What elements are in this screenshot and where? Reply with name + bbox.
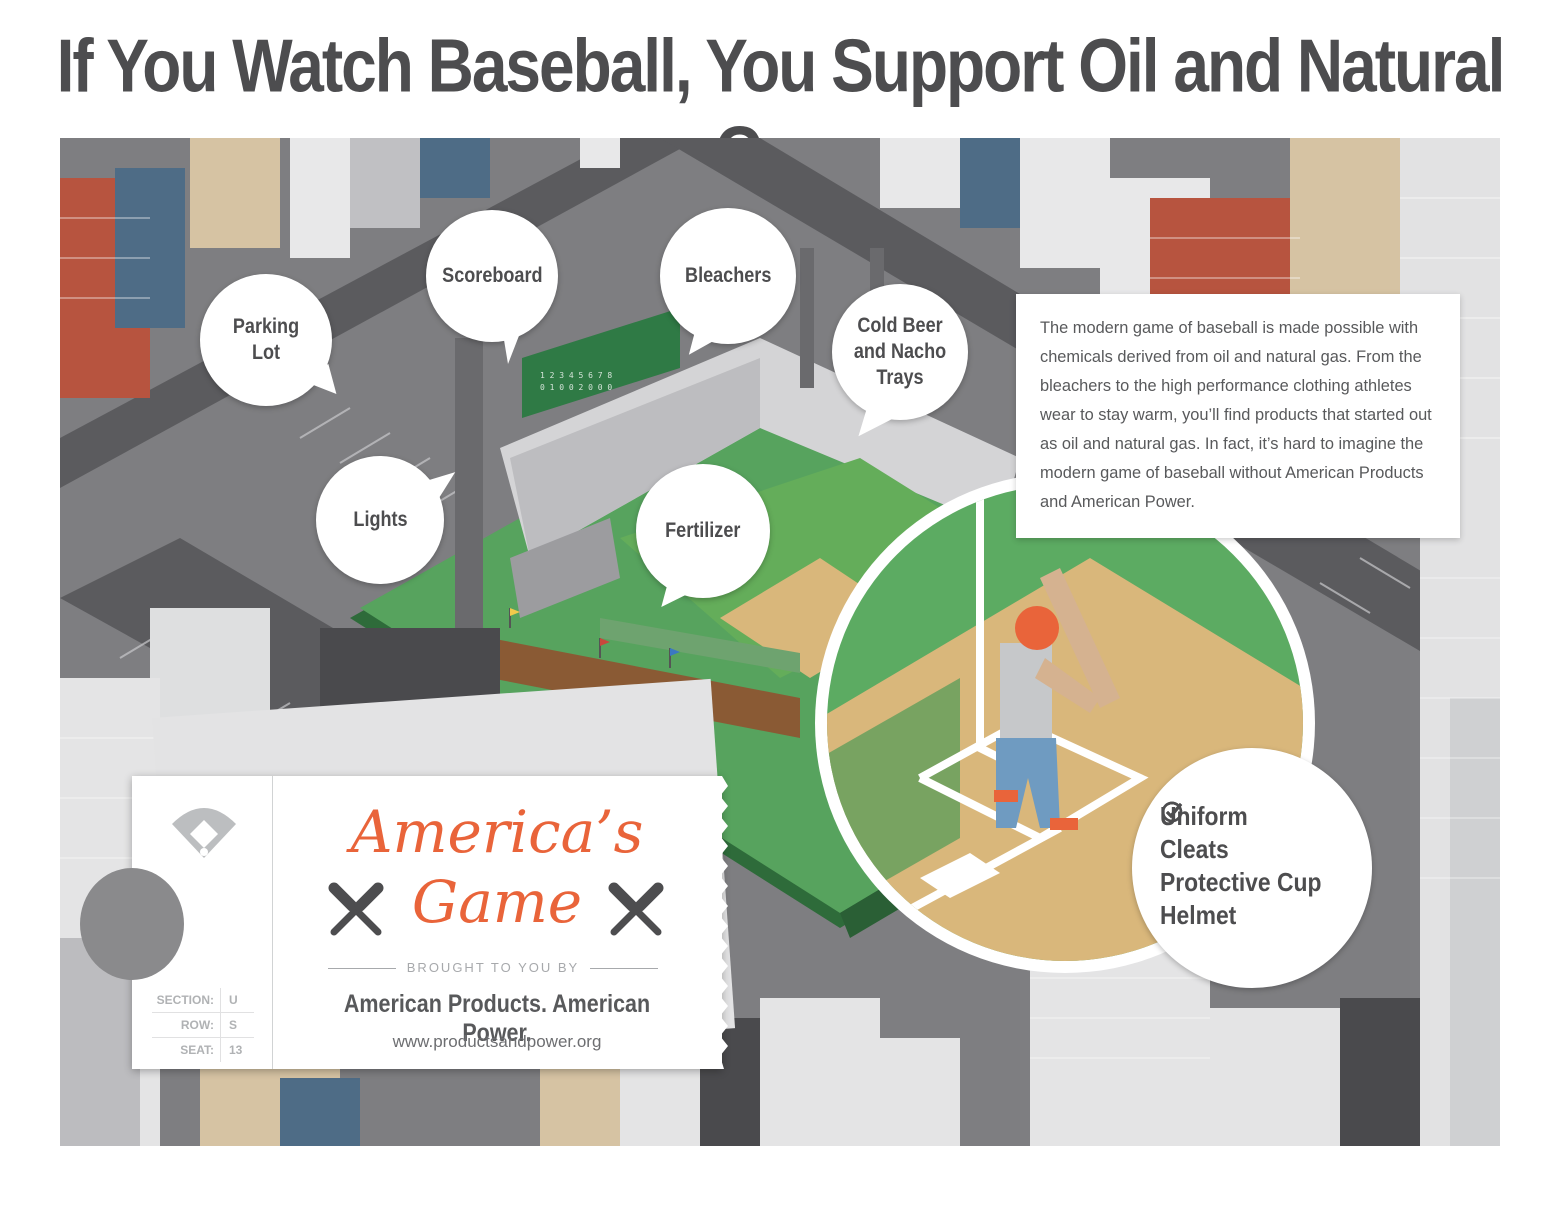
table-row: ROW:S [152, 1013, 254, 1038]
ticket-serrated-edge [712, 776, 728, 1069]
bubble-tail [502, 328, 522, 364]
ticket-title-line1: America’s [350, 798, 644, 866]
game-ticket: SECTION:U ROW:S SEAT:13 America’s Game B… [80, 776, 722, 1069]
svg-text:0 1 0 0 2 0 0 0: 0 1 0 0 2 0 0 0 [540, 383, 612, 392]
brought-to-you-by: BROUGHT TO YOU BY [328, 960, 658, 975]
list-item: Protective Cup [1160, 801, 1344, 899]
ticket-perforation [272, 776, 273, 1069]
ticket-url[interactable]: www.productsandpower.org [392, 1032, 602, 1051]
table-row: SECTION:U [152, 988, 254, 1013]
ticket-notch [80, 868, 184, 980]
list-item: Cleats [1160, 801, 1344, 866]
equipment-checklist: Uniform Cleats Protective Cup Helmet [1132, 748, 1372, 988]
check-circle-icon [1161, 801, 1183, 823]
crossed-bats-icon [608, 882, 664, 936]
table-row: SEAT:13 [152, 1038, 254, 1062]
city-stadium-illustration: 1 2 3 4 5 6 7 8 0 1 0 0 2 0 0 0 [60, 138, 1500, 1146]
info-text-box: The modern game of baseball is made poss… [1016, 294, 1460, 538]
bubble-lights: Lights [316, 456, 444, 584]
list-item: Uniform [1160, 801, 1248, 831]
ticket-title-line2: Game [411, 868, 583, 936]
bubble-parking-lot: Parking Lot [200, 274, 332, 406]
ticket-stub-table: SECTION:U ROW:S SEAT:13 [152, 988, 254, 1062]
crossed-bats-icon [328, 882, 384, 936]
list-item: Helmet [1160, 801, 1344, 932]
info-text: The modern game of baseball is made poss… [1040, 319, 1432, 511]
bubble-scoreboard: Scoreboard [426, 210, 558, 342]
bubble-bleachers: Bleachers [660, 208, 796, 344]
ticket-tagline: American Products. American Power. [343, 990, 651, 1047]
baseball-diamond-icon [172, 808, 236, 858]
bubble-fertilizer: Fertilizer [636, 464, 770, 598]
checklist-items: Uniform Cleats Protective Cup Helmet [1160, 800, 1344, 932]
bubble-cold-beer: Cold Beer and Nacho Trays [832, 284, 968, 420]
svg-text:1 2 3 4 5 6 7 8: 1 2 3 4 5 6 7 8 [540, 371, 612, 380]
